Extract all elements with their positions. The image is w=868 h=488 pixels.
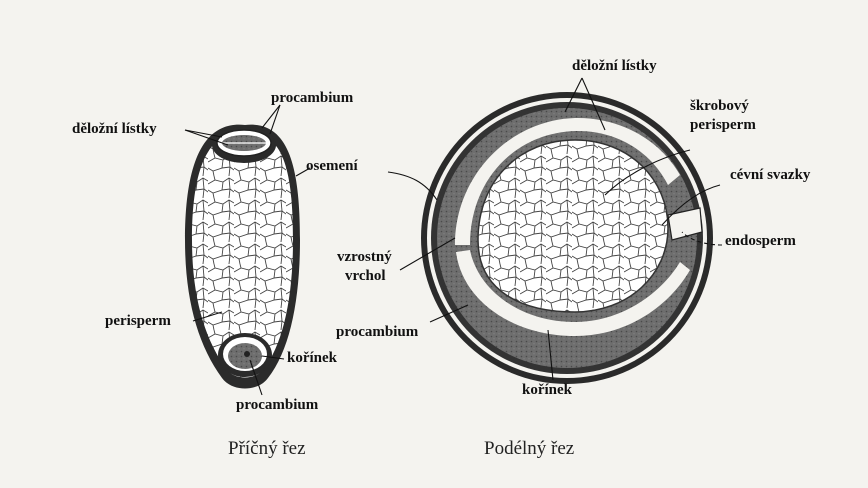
label-vascular-bundles: cévní svazky bbox=[730, 167, 810, 184]
label-procambium-top: procambium bbox=[271, 90, 353, 107]
label-procambium-long: procambium bbox=[336, 324, 418, 341]
label-growing-tip-1: vzrostný bbox=[337, 249, 392, 266]
label-procambium-bottom: procambium bbox=[236, 397, 318, 414]
label-cotyledons-long: děložní lístky bbox=[572, 58, 657, 75]
caption-cross-section: Příčný řez bbox=[228, 438, 306, 460]
caption-longitudinal-section: Podélný řez bbox=[484, 438, 574, 460]
label-endosperm: endosperm bbox=[725, 233, 796, 250]
longitudinal-section-drawing bbox=[421, 92, 713, 384]
label-starch-perisperm-2: perisperm bbox=[690, 117, 756, 134]
label-seed-coat: osemení bbox=[306, 158, 358, 175]
label-starch-perisperm-1: škrobový bbox=[690, 98, 749, 115]
label-cotyledons-cross: děložní lístky bbox=[72, 121, 157, 138]
label-radicle-cross: kořínek bbox=[287, 350, 337, 367]
label-perisperm-cross: perisperm bbox=[105, 313, 171, 330]
label-growing-tip-2: vrchol bbox=[345, 268, 386, 285]
cross-section-drawing bbox=[185, 125, 300, 389]
label-radicle-long: kořínek bbox=[522, 382, 572, 399]
